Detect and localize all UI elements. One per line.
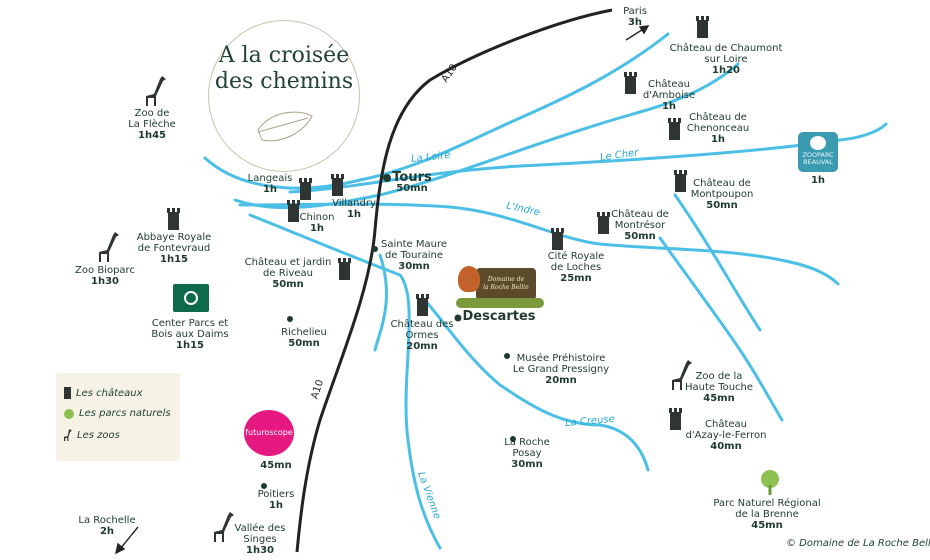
legend-zoos: Les zoos xyxy=(64,429,120,441)
beauval-line2: BEAUVAL xyxy=(803,158,833,166)
castle-icon xyxy=(696,16,709,38)
river-vienne xyxy=(248,213,442,550)
tree-icon xyxy=(761,470,779,495)
tours-dot xyxy=(383,174,391,182)
castle-icon xyxy=(299,178,312,200)
beauval-line1: ZOOPARC xyxy=(802,151,834,159)
tree-icon xyxy=(64,408,74,419)
roche-posay-dot xyxy=(510,436,516,442)
castle-icon xyxy=(597,212,610,234)
arrow-la-rochelle xyxy=(114,526,139,555)
richelieu-dot xyxy=(287,316,293,322)
river-creuse xyxy=(423,298,650,472)
giraffe-icon xyxy=(64,429,72,441)
title-line1: A la croisée xyxy=(218,43,350,68)
descartes-dot xyxy=(454,314,462,322)
river-chinon-branch xyxy=(373,253,388,352)
giraffe-icons xyxy=(99,76,692,542)
arrow-paris xyxy=(625,25,650,41)
roche-bellin-line2: la Roche Bellin xyxy=(483,284,529,291)
futuroscope-logo-text: futuroscope xyxy=(245,428,293,437)
sainte-maure-dot xyxy=(372,246,378,252)
castle-icon xyxy=(674,170,687,192)
legend-parks-label: Les parcs naturels xyxy=(79,408,171,419)
giraffe-icon xyxy=(146,76,166,106)
river-indre xyxy=(238,202,840,286)
copyright-notice: © Domaine de La Roche Bellin xyxy=(786,538,930,549)
beauval-logo: ZOOPARC BEAUVAL xyxy=(798,132,838,172)
castle-icon xyxy=(287,200,300,222)
roche-bellin-logo: Domaine de la Roche Bellin xyxy=(456,262,544,310)
place-descartes: Descartes xyxy=(462,309,536,324)
river-east xyxy=(658,236,784,422)
panda-icon xyxy=(810,136,826,150)
castle-icon xyxy=(669,408,682,430)
a10-highway xyxy=(295,8,613,553)
place-beauval: 1h xyxy=(810,175,826,186)
castle-icon xyxy=(64,387,71,399)
futuroscope-logo: futuroscope xyxy=(244,410,294,456)
castle-icon xyxy=(668,118,681,140)
castle-icon xyxy=(551,228,564,250)
squirrel-icon xyxy=(458,266,480,292)
giraffe-icon xyxy=(672,360,692,390)
castle-icon xyxy=(416,294,429,316)
poitiers-dot xyxy=(261,483,267,489)
castle-icon xyxy=(167,208,180,230)
place-futuroscope: 45mn xyxy=(260,460,292,471)
grass-icon xyxy=(456,298,544,308)
roche-bellin-line1: Domaine de xyxy=(487,276,525,283)
castle-icon xyxy=(624,72,637,94)
legend-zoos-label: Les zoos xyxy=(77,429,120,441)
grand-pressigny-dot xyxy=(504,353,510,359)
center-parcs-logo xyxy=(173,284,209,312)
center-parcs-icon xyxy=(184,291,198,305)
castle-icon xyxy=(338,258,351,280)
giraffe-icon xyxy=(99,232,119,262)
river-loire xyxy=(203,32,670,190)
river-brenne xyxy=(673,193,762,332)
legend-castles-label: Les châteaux xyxy=(76,387,143,399)
title-badge: A la croisée des chemins xyxy=(208,20,360,172)
castle-icon xyxy=(331,174,344,196)
giraffe-icon xyxy=(214,512,234,542)
town-dots xyxy=(261,174,516,489)
river-loire-branch xyxy=(233,62,740,210)
legend-parks: Les parcs naturels xyxy=(64,408,171,419)
legend-castles: Les châteaux xyxy=(64,387,143,399)
title-line2: des chemins xyxy=(214,69,354,94)
castle-icons xyxy=(167,16,709,430)
map-legend: Les châteaux Les parcs naturels Les zoos xyxy=(56,373,180,461)
